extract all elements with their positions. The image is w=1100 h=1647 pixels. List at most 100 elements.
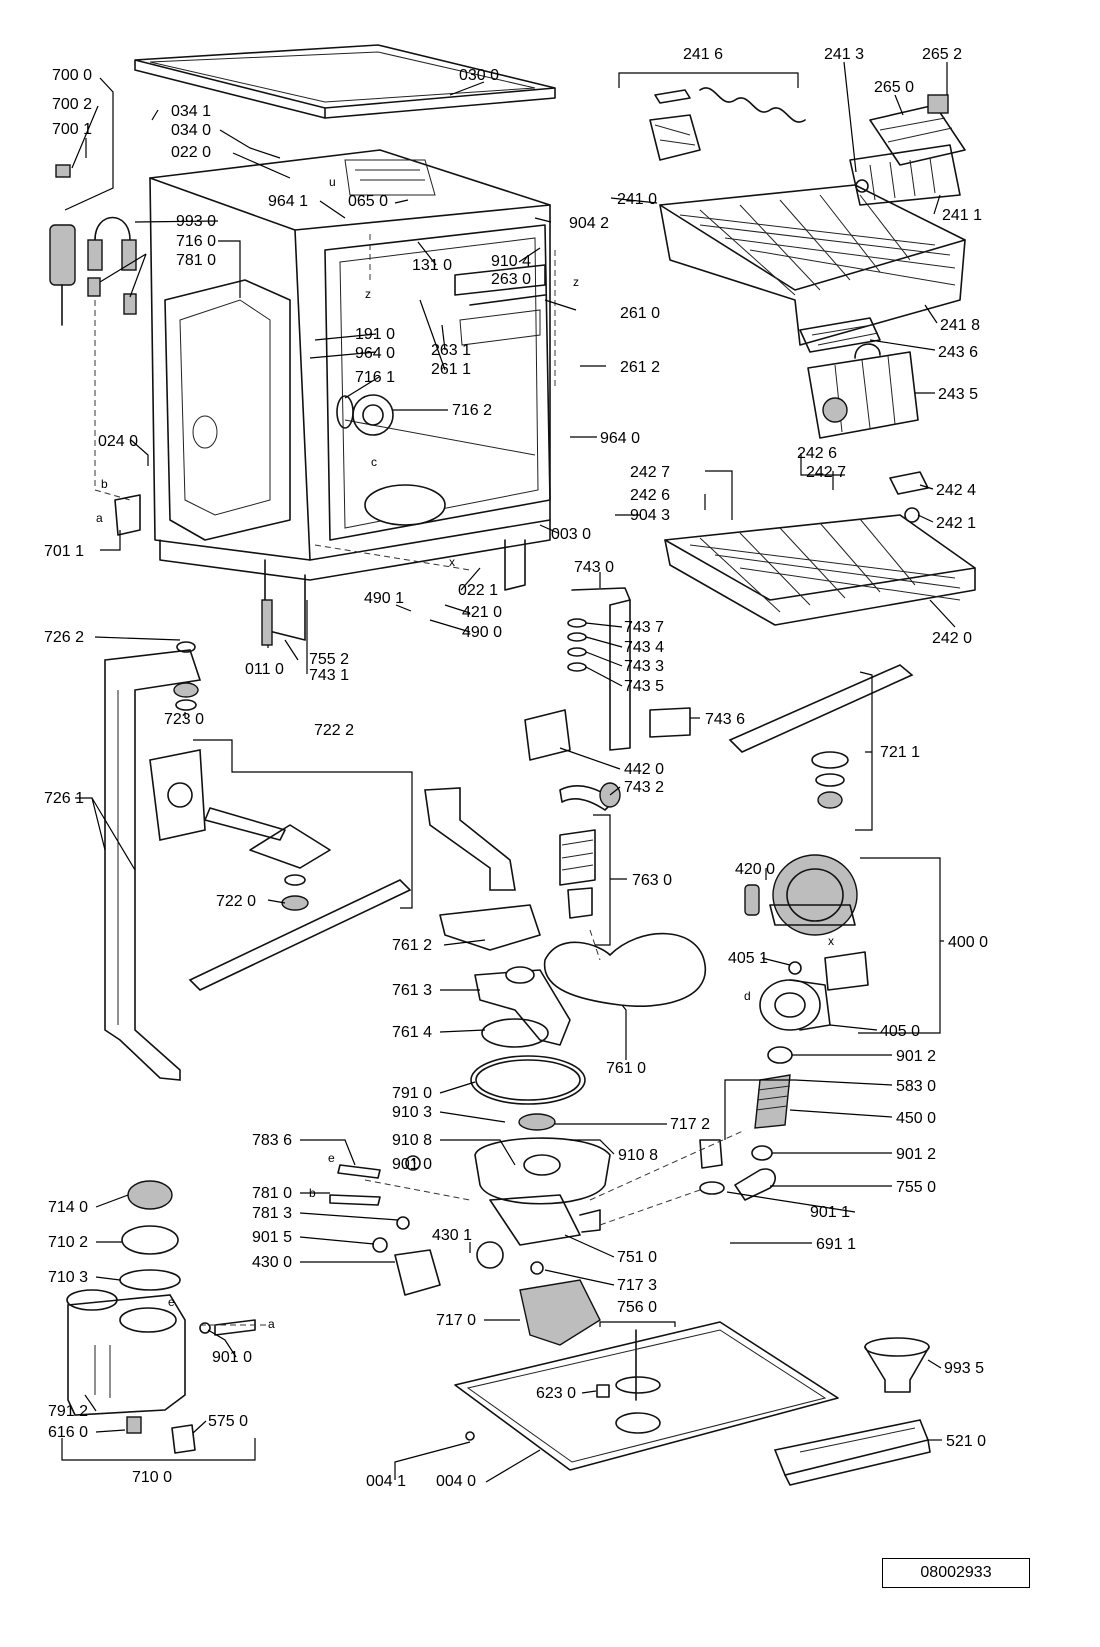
part-label: 904 3 [630,507,670,524]
base-plate-part [454,1321,839,1471]
part-label: 405 1 [728,950,768,967]
part-label: 242 6 [797,445,837,462]
upper-basket-part [649,87,966,346]
part-label: 616 0 [48,1424,88,1441]
part-label: 242 7 [806,464,846,481]
funnel-part [864,1337,930,1393]
callout-letter: d [744,989,751,1003]
part-label: 691 1 [816,1236,856,1253]
part-label: 022 0 [171,144,211,161]
part-label: 265 0 [874,79,914,96]
part-label: 781 3 [252,1205,292,1222]
part-label: 964 0 [355,345,395,362]
part-label: 761 0 [606,1060,646,1077]
callout-letter: z [573,275,579,289]
center-duct-part [424,787,706,1048]
part-label: 722 0 [216,893,256,910]
part-label: 243 5 [938,386,978,403]
motor-pump-part [744,854,869,1031]
part-label: 243 6 [938,344,978,361]
part-label: 710 3 [48,1269,88,1286]
part-label: 004 1 [366,1473,406,1490]
part-label: 034 0 [171,122,211,139]
part-label: 490 0 [462,624,502,641]
part-label: 717 3 [617,1277,657,1294]
water-softener-part [66,1180,256,1454]
part-label: 726 2 [44,629,84,646]
tub-cabinet-part [149,149,551,641]
part-label: 241 0 [617,191,657,208]
upper-spray-arm-part [149,749,412,991]
part-label: 791 2 [48,1403,88,1420]
part-label: 583 0 [896,1078,936,1095]
part-label: 721 1 [880,744,920,761]
part-label: 700 2 [52,96,92,113]
part-label: 261 2 [620,359,660,376]
part-label: 716 0 [176,233,216,250]
part-label: 701 1 [44,543,84,560]
part-label: 265 2 [922,46,962,63]
part-label: 763 0 [632,872,672,889]
kick-panel-part [773,1419,931,1486]
part-label: 901 1 [810,1204,850,1221]
part-label: 743 1 [309,667,349,684]
part-label: 761 3 [392,982,432,999]
part-label: 993 0 [176,213,216,230]
heater-tube-part [699,1046,793,1201]
part-label: 241 8 [940,317,980,334]
part-label: 717 2 [670,1116,710,1133]
part-label: 714 0 [48,1199,88,1216]
callout-letter: a [96,511,103,525]
part-label: 743 7 [624,619,664,636]
callout-letter: e [168,1295,175,1309]
part-label: 030 0 [459,67,499,84]
part-label: 751 0 [617,1249,657,1266]
callout-letter: b [101,477,108,491]
part-label: 910 8 [618,1147,658,1164]
callout-letter: a [268,1317,275,1331]
part-label: 755 0 [896,1179,936,1196]
part-label: 003 0 [551,526,591,543]
part-label: 743 3 [624,658,664,675]
part-label: 700 0 [52,67,92,84]
part-label: 623 0 [536,1385,576,1402]
part-label: 901 0 [212,1349,252,1366]
callout-letter: x [449,555,455,569]
callout-letter: z [365,287,371,301]
air-duct-part [524,587,691,811]
part-label: 781 0 [252,1185,292,1202]
part-label: 131 0 [412,257,452,274]
sump-assembly-part [329,1055,611,1296]
part-label: 575 0 [208,1413,248,1430]
part-label: 901 2 [896,1048,936,1065]
lower-spray-arm-part [728,664,914,809]
top-lid-part [134,44,556,119]
part-label: 263 1 [431,342,471,359]
part-label: 910 3 [392,1104,432,1121]
part-label: 034 1 [171,103,211,120]
water-pipe-part [104,641,202,1081]
part-label: 241 1 [942,207,982,224]
part-label: 723 0 [164,711,204,728]
part-label: 242 7 [630,464,670,481]
part-label: 901 2 [896,1146,936,1163]
callout-letter: x [828,934,834,948]
part-label: 910 4 [491,253,531,270]
part-label: 904 2 [569,215,609,232]
part-label: 241 3 [824,46,864,63]
part-label: 761 2 [392,937,432,954]
part-label: 993 5 [944,1360,984,1377]
part-label: 716 1 [355,369,395,386]
part-label: 442 0 [624,761,664,778]
part-label: 450 0 [896,1110,936,1127]
lower-basket-part [664,471,976,626]
leader-lines [61,61,956,1483]
part-label: 400 0 [948,934,988,951]
reference-number-box: 08002933 [882,1558,1030,1588]
part-label: 405 0 [880,1023,920,1040]
part-label: 710 2 [48,1234,88,1251]
part-label: 700 1 [52,121,92,138]
part-label: 242 1 [936,515,976,532]
part-label: 964 1 [268,193,308,210]
